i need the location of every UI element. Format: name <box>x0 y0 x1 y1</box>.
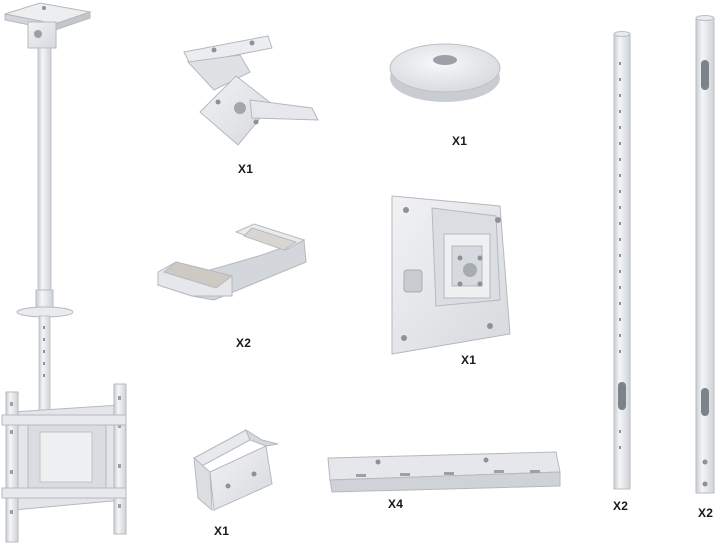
swivel-tilt-plate <box>391 195 511 355</box>
extension-pole-2 <box>695 15 715 494</box>
ceiling-cover-plate <box>389 43 501 102</box>
tv-rail-qty-label: X4 <box>388 497 404 511</box>
u-clamp <box>193 428 279 512</box>
extension-pole-2-qty-label: X2 <box>698 506 714 520</box>
mounting-foot <box>156 223 307 301</box>
tilt-bracket <box>183 35 319 146</box>
tv-rail <box>327 451 561 493</box>
extension-pole-1 <box>613 31 631 490</box>
swivel-tilt-plate-qty-label: X1 <box>461 353 477 367</box>
mounting-foot-qty-label: X2 <box>236 336 252 350</box>
ceiling-mount-assembly <box>1 2 127 543</box>
tilt-bracket-qty-label: X1 <box>238 162 254 176</box>
extension-pole-1-qty-label: X2 <box>613 499 629 513</box>
ceiling-cover-plate-qty-label: X1 <box>452 134 468 148</box>
u-clamp-qty-label: X1 <box>214 524 230 538</box>
